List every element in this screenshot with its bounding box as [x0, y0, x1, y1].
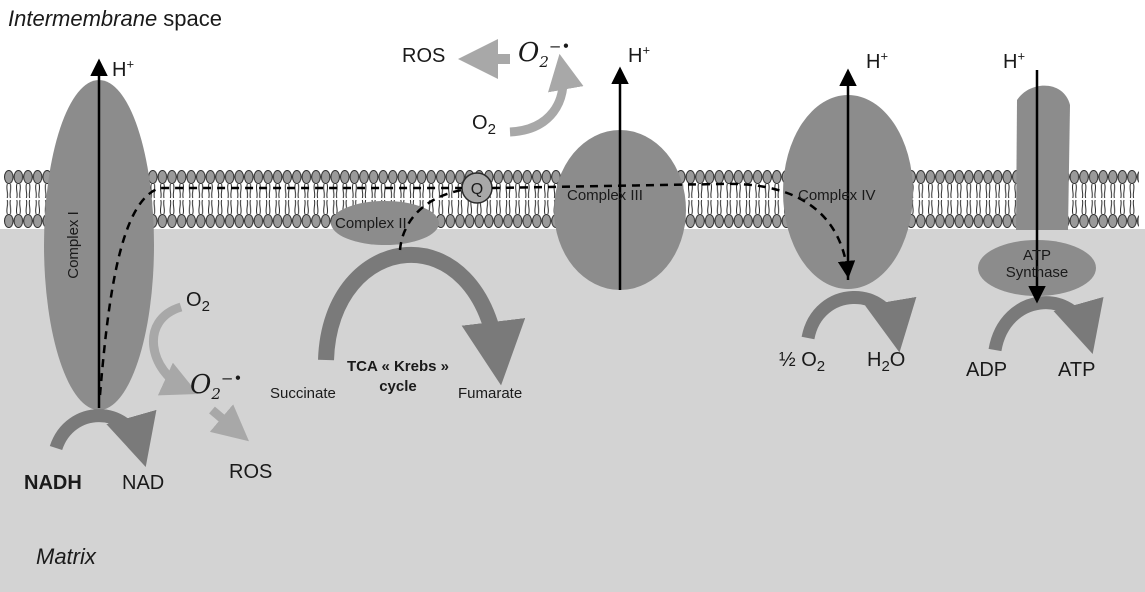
- oxygen-to-water-arrow: [801, 291, 917, 353]
- fumarate-label: Fumarate: [458, 385, 523, 402]
- tca-cycle-arrow: [318, 246, 526, 386]
- proton-label-atp-synthase: H+: [1003, 48, 1026, 73]
- proton-label-complex-1: H+: [112, 56, 135, 81]
- superoxide-label-top: O2−•: [518, 37, 571, 72]
- complex-2-label: Complex II: [335, 215, 407, 232]
- superoxide-label-bottom: O2−•: [190, 369, 243, 404]
- tca-cycle-label-line1: TCA « Krebs »: [347, 358, 449, 375]
- atp-synthase-label-line1: ATP: [1022, 247, 1052, 264]
- quinone-label: Q: [471, 181, 483, 198]
- o2-label-bottom: O2: [186, 289, 210, 315]
- ros-label-top: ROS: [402, 45, 446, 67]
- atp-synthase-label-line2: Synthase: [1005, 264, 1069, 281]
- atp-synthase-label: ATP Synthase: [985, 248, 1089, 280]
- complex-4-label: Complex IV: [798, 187, 876, 204]
- intermembrane-label: Intermembrane space: [8, 6, 223, 31]
- superoxide-to-ros-arrow-bottom: [209, 404, 249, 442]
- atp-label: ATP: [1058, 359, 1096, 381]
- proton-label-complex-3: H+: [628, 42, 651, 67]
- tca-cycle-label-line2: cycle: [379, 377, 417, 395]
- complex-3-label: Complex III: [567, 187, 643, 204]
- atp-synthase-stalk: [1016, 85, 1070, 230]
- nadh-to-nad-arrow: [49, 409, 157, 467]
- complex-1-label: Complex I: [65, 211, 82, 279]
- o2-to-superoxide-arrow-top: [509, 53, 584, 137]
- complex-2-shape: [331, 201, 439, 245]
- nadh-label: NADH: [24, 472, 82, 494]
- succinate-label: Succinate: [270, 385, 336, 402]
- half-o2-label: ½ O2: [779, 349, 826, 375]
- h2o-label: H2O: [867, 349, 906, 375]
- matrix-region: [0, 229, 1145, 592]
- o2-label-top: O2: [472, 112, 496, 138]
- adp-label: ADP: [966, 359, 1008, 381]
- tca-cycle-label: TCA « Krebs » cycle: [330, 357, 466, 396]
- matrix-label: Matrix: [36, 544, 96, 569]
- proton-label-complex-4: H+: [866, 48, 889, 73]
- electron-path-3: [491, 182, 856, 279]
- electron-path-1: [98, 186, 462, 396]
- nad-label: NAD: [122, 472, 165, 494]
- ros-label-bottom: ROS: [229, 461, 273, 483]
- o2-to-superoxide-arrow-bottom: [149, 302, 199, 396]
